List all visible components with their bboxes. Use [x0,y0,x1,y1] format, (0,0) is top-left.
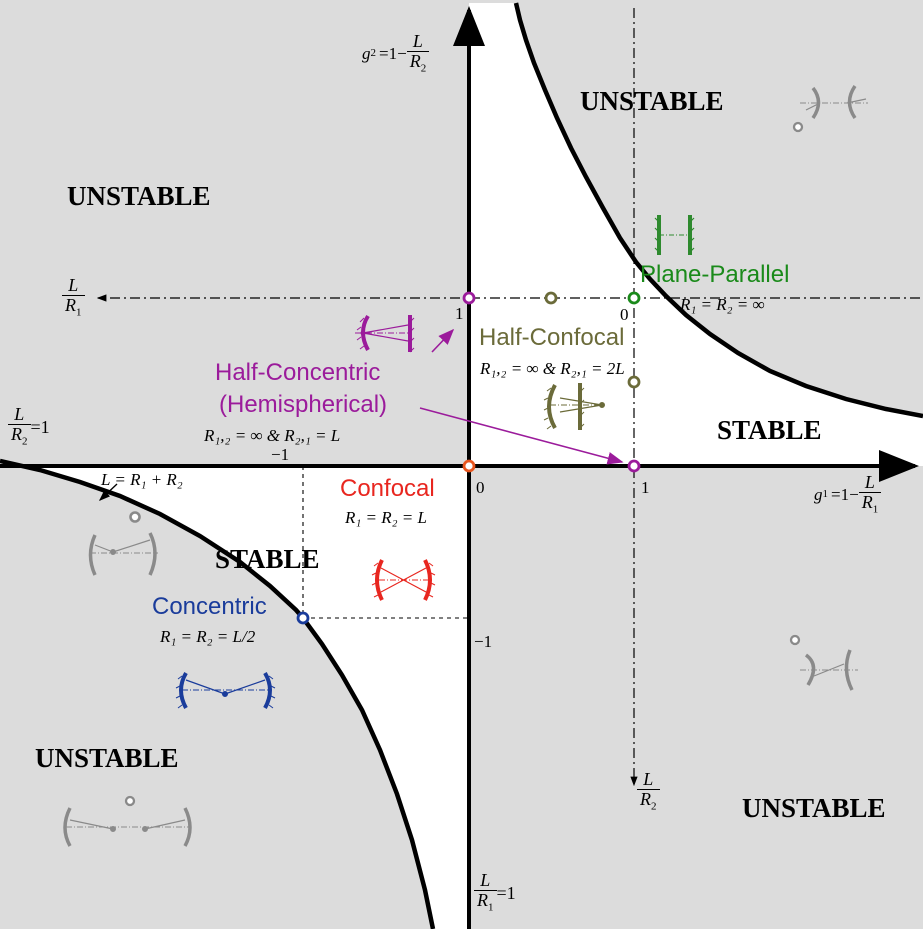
confocal-name: Confocal [340,475,435,502]
half-confocal-point-right [627,375,641,389]
boundary-condition-label: L = R₁ + R₂ [101,470,183,489]
confocal-point [462,459,476,473]
region-label-stable-upper: STABLE [717,415,822,445]
half-concentric-name: Half-Concentric [215,359,381,386]
tick-y-1: 1 [455,304,464,323]
confocal-icon [371,559,436,601]
half-concentric-arrow-to-point [419,407,624,465]
half-confocal-icon [543,383,605,430]
half-concentric-condition: R₁,₂ = ∞ & R₂,₁ = L [204,426,341,445]
stable-icon-boundary [88,532,158,576]
concentric-point [296,611,310,625]
region-label-unstable-upper-left: UNSTABLE [67,181,211,211]
half-concentric-name-2: (Hemispherical) [219,391,388,418]
l-over-r1-label: L R1 [62,276,85,319]
tick-top-0: 0 [620,305,629,324]
region-label-unstable-upper-right: UNSTABLE [580,86,724,116]
boundary-label-arrow [98,483,118,501]
half-concentric-icon [355,314,415,353]
unstable-icon-lower-left [63,795,192,847]
plane-parallel-point [627,291,641,305]
stable-region-upper-right [469,3,923,466]
half-confocal-name: Half-Confocal [479,324,625,351]
hyperbola-boundary-upper [513,2,923,419]
unstable-icon-lower-right [789,634,858,691]
concentric-icon [175,671,276,709]
plane-parallel-icon [654,215,695,255]
half-concentric-point-top [462,291,476,305]
tick-x-1: 1 [641,478,650,497]
plane-parallel-condition: R₁ = R₂ = ∞ [680,295,765,314]
confocal-condition: R₁ = R₂ = L [345,508,427,527]
half-confocal-condition: R₁,₂ = ∞ & R₂,₁ = 2L [480,359,625,378]
unstable-icon-upper-right [792,85,868,133]
tick-y-neg1: −1 [474,632,493,651]
l-over-r2-label: L R2 [637,770,660,813]
concentric-condition: R₁ = R₂ = L/2 [160,627,256,646]
region-label-stable-lower: STABLE [215,544,320,574]
region-label-unstable-lower-right: UNSTABLE [742,793,886,823]
boundary-point-gray [129,511,141,523]
region-label-unstable-lower-left: UNSTABLE [35,743,179,773]
half-confocal-point-top [544,291,558,305]
plane-parallel-name: Plane-Parallel [640,261,790,288]
half-concentric-point-right [627,459,641,473]
half-concentric-arrow-to-origin [431,328,455,353]
tick-x-0: 0 [476,478,485,497]
stable-region-lower-left [0,461,469,929]
concentric-name: Concentric [152,593,267,620]
tick-x-neg1: −1 [271,445,290,464]
